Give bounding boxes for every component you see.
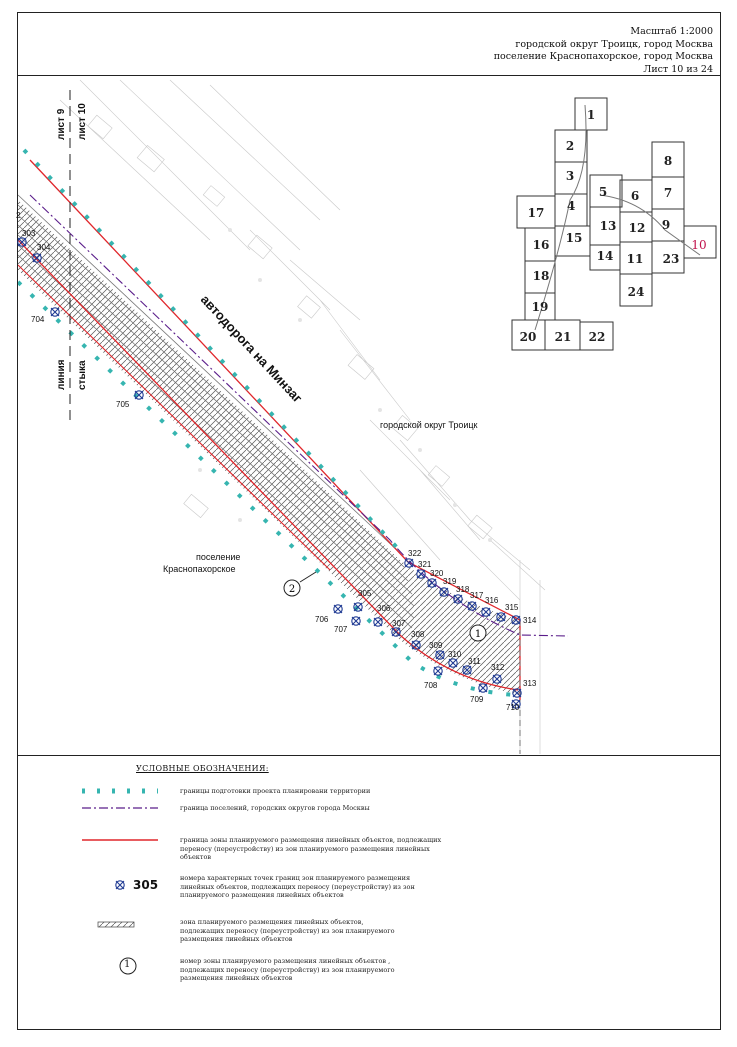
joint-label-2: стыка [77,360,88,390]
pt-314: 314 [523,616,537,625]
index-cell-21: 21 [555,330,572,344]
sheet-index-map [511,97,717,351]
index-cell-22: 22 [589,330,606,344]
index-cell-2: 2 [566,139,574,153]
header-divider [17,75,721,76]
index-cell-14: 14 [597,249,614,263]
pt-322: 322 [408,549,422,558]
sheet-number: Лист 10 из 24 [643,63,713,75]
index-cell-7: 7 [664,186,672,200]
project-boundary-teal [18,148,516,697]
pt-306: 306 [377,604,391,613]
pt-320: 320 [430,569,444,578]
joint-label-1: линия [56,359,67,390]
pt-705: 705 [116,400,130,409]
pt-321: 321 [418,560,432,569]
index-cell-1: 1 [587,108,595,122]
settlement-boundary [29,194,569,637]
pt-315: 315 [505,603,519,612]
settlement-line: поселение Краснопахорское, город Москва [493,51,713,62]
planned-zone-hatch [18,200,520,695]
settlement-label-2: Краснопахорское [163,564,236,574]
pt-311: 311 [468,657,481,666]
index-cell-8: 8 [664,154,672,168]
legend-title: УСЛОВНЫЕ ОБОЗНАЧЕНИЯ: [136,764,269,773]
index-cell-24: 24 [628,285,645,299]
legend-item-zone-number: номер зоны планируемого размещения линей… [180,957,395,982]
index-cell-18: 18 [533,269,550,283]
pt-316: 316 [485,596,499,605]
index-cell-19: 19 [532,300,549,314]
pt-317: 317 [470,591,484,600]
pt-704: 704 [31,315,45,324]
zone-marker-2-label: 2 [289,584,295,595]
scale-text: Масштаб 1:2000 [630,26,713,37]
index-cell-17: 17 [528,206,545,220]
pt-304: 304 [37,243,51,252]
index-labels: 1 2 3 4 5 6 7 8 9 10 11 12 13 14 15 16 1… [520,108,707,344]
legend-symbols [82,788,158,975]
legend-divider [17,755,721,756]
zone-marker-1-label: 1 [475,629,481,640]
title-block: Масштаб 1:2000 городской округ Троицк, г… [494,26,713,76]
characteristic-points: 2 303 304 704 705 305 306 307 308 309 31… [16,211,537,712]
legend-item-points: номера характерных точек границ зон план… [180,874,415,899]
index-cell-16: 16 [533,238,550,252]
pt-707: 707 [334,625,348,634]
zone-marker-2: 2 [283,571,317,597]
legend-item-settlement-boundary: граница поселений, городских округов гор… [180,804,370,812]
pt-710: 710 [506,703,520,712]
settlement-label-1: поселение [196,552,240,562]
pt-319: 319 [443,577,457,586]
zone-border-lower [18,239,519,691]
legend-item-project-boundary: границы подготовки проекта планировани т… [180,787,371,795]
pt-307: 307 [392,619,406,628]
index-cell-15: 15 [566,231,583,245]
pt-312: 312 [491,663,505,672]
legend-point-number: 305 [133,878,159,892]
pt-709: 709 [470,695,484,704]
sheet10-label: лист 10 [77,103,88,140]
index-cell-11: 11 [627,252,644,266]
index-cell-4: 4 [567,199,575,213]
pt-2: 2 [16,211,21,220]
pt-305: 305 [358,589,372,598]
pt-313: 313 [523,679,537,688]
index-cell-9: 9 [662,218,670,232]
district-troitsk-label: городской округ Троицк [380,420,478,430]
road-lines [18,194,415,629]
legend-zone-number: 1 [124,959,131,970]
pt-309: 309 [429,641,443,650]
index-cell-10: 10 [691,238,706,252]
legend-item-zone: зона планируемого размещения линейных об… [180,918,395,943]
index-cell-20: 20 [520,330,537,344]
pt-318: 318 [456,585,470,594]
index-cell-12: 12 [629,221,646,235]
index-cell-13: 13 [600,219,617,233]
pt-303: 303 [22,229,36,238]
pt-708: 708 [424,681,438,690]
index-cell-23: 23 [663,252,680,266]
drawing-sheet-frame [17,12,721,1030]
sheet9-label: лист 9 [56,108,67,140]
pt-706: 706 [315,615,329,624]
pt-308: 308 [411,630,425,639]
zone-marker-1: 1 [469,624,487,642]
legend-item-zone-border: граница зоны планируемого размещения лин… [180,836,442,861]
pt-310: 310 [448,650,462,659]
index-cell-6: 6 [631,189,639,203]
district-line: городской округ Троицк, город Москва [515,38,713,50]
index-cell-5: 5 [599,185,607,199]
index-cell-3: 3 [566,169,574,183]
